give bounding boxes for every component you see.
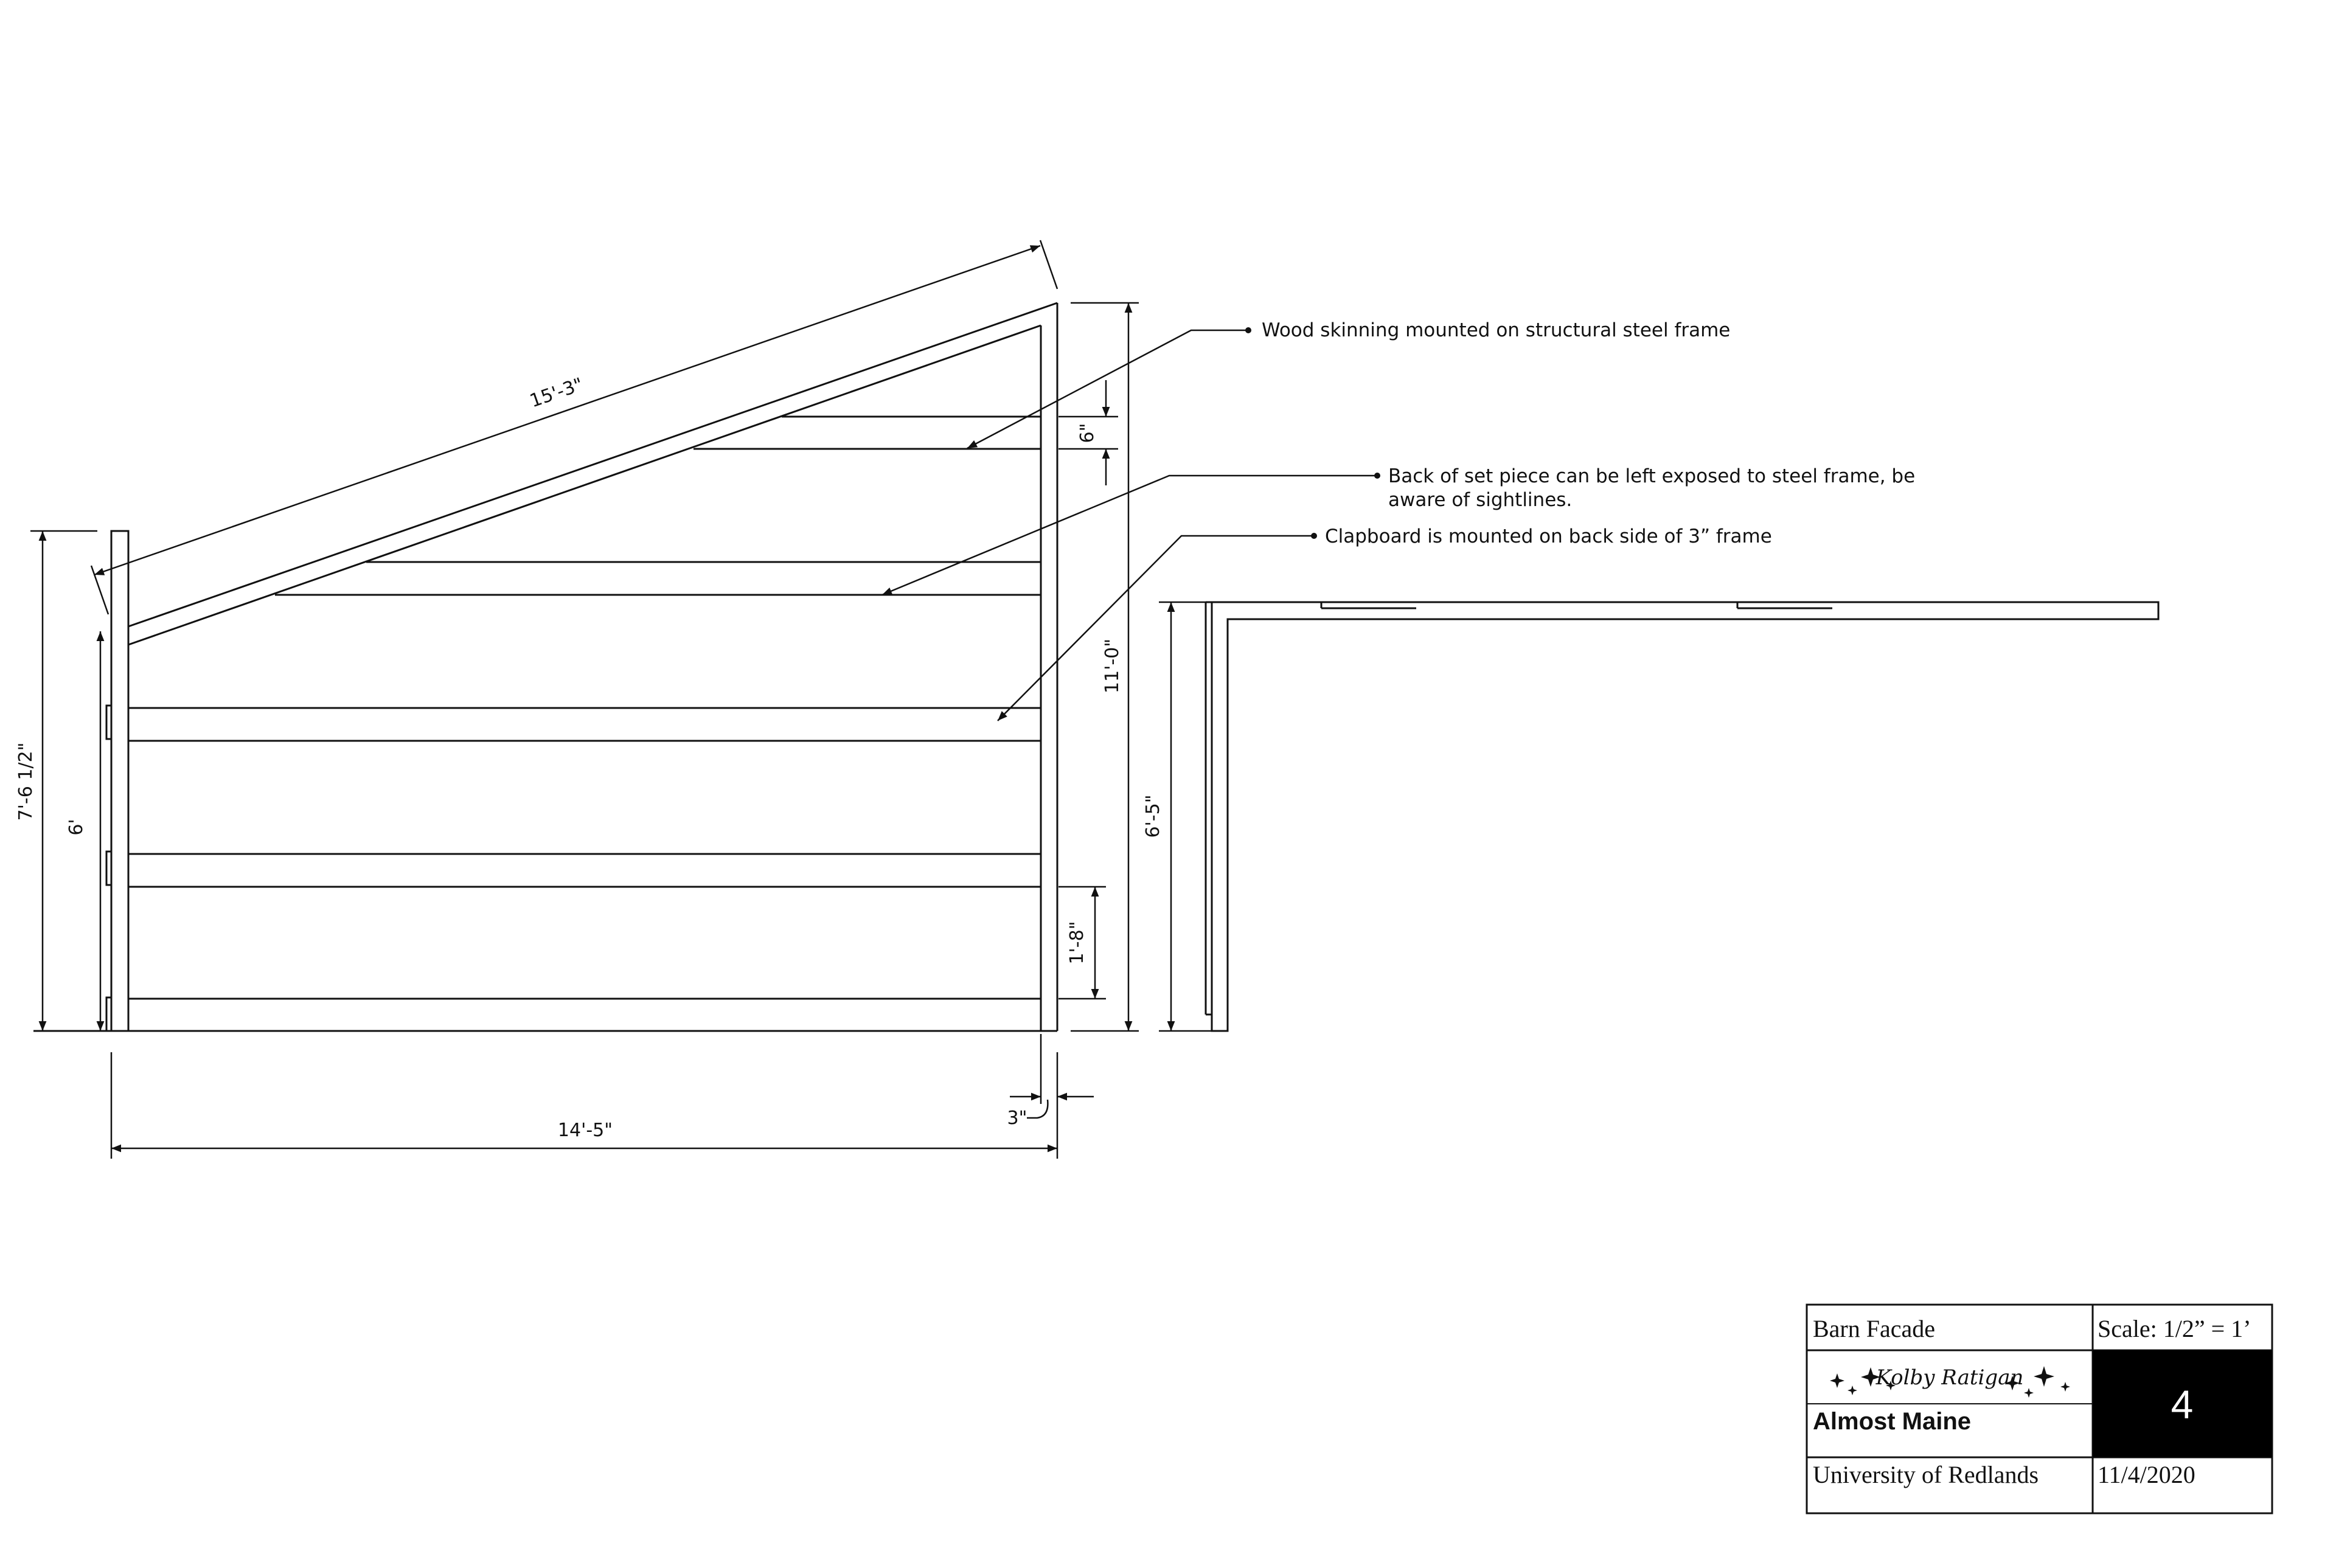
inner-rake xyxy=(128,324,1041,646)
dim-right-height: 11'-0" xyxy=(1102,639,1123,693)
dim-board-gap: 6" xyxy=(1077,423,1098,443)
note-skinning: Wood skinning mounted on structural stee… xyxy=(1262,319,1730,341)
dim-overall-width: 14'-5" xyxy=(558,1120,613,1141)
right-post xyxy=(1040,303,1058,1031)
note-clapboard: Clapboard is mounted on back side of 3” … xyxy=(1325,526,1772,547)
drawing-title: Barn Facade xyxy=(1813,1315,1935,1342)
dimension-lines xyxy=(30,240,1214,1159)
dim-left-height: 7'-6 1/2" xyxy=(15,743,36,821)
date: 11/4/2020 xyxy=(2098,1461,2195,1488)
note-dots xyxy=(1245,327,1380,539)
title-block xyxy=(1806,1303,2273,1514)
institution: University of Redlands xyxy=(1813,1461,2039,1488)
note-back-line2: aware of sightlines. xyxy=(1388,489,1572,511)
front-elevation xyxy=(33,302,1058,1032)
side-view xyxy=(1204,601,2160,1032)
note-back-line1: Back of set piece can be left exposed to… xyxy=(1388,465,1915,487)
sheet-number-box xyxy=(2093,1350,2272,1457)
dim-side-height: 6'-5" xyxy=(1142,794,1164,838)
clapboard-rails xyxy=(128,415,1041,1000)
outer-rake xyxy=(128,302,1058,628)
dim-bottom-board: 1'-8" xyxy=(1066,921,1088,964)
show-title: Almost Maine xyxy=(1813,1408,1971,1435)
sparkle-icons xyxy=(1830,1366,2070,1398)
left-post xyxy=(110,530,130,1032)
dim-frame-thickness: 3" xyxy=(1007,1108,1027,1129)
sheet-number: 4 xyxy=(2171,1382,2194,1427)
dim-left-inner: 6' xyxy=(66,819,87,835)
scale-label: Scale: 1/2” = 1’ xyxy=(2098,1315,2251,1342)
designer-signature: Kolby Ratigan xyxy=(1875,1365,2024,1390)
note-leaders xyxy=(881,329,1376,721)
